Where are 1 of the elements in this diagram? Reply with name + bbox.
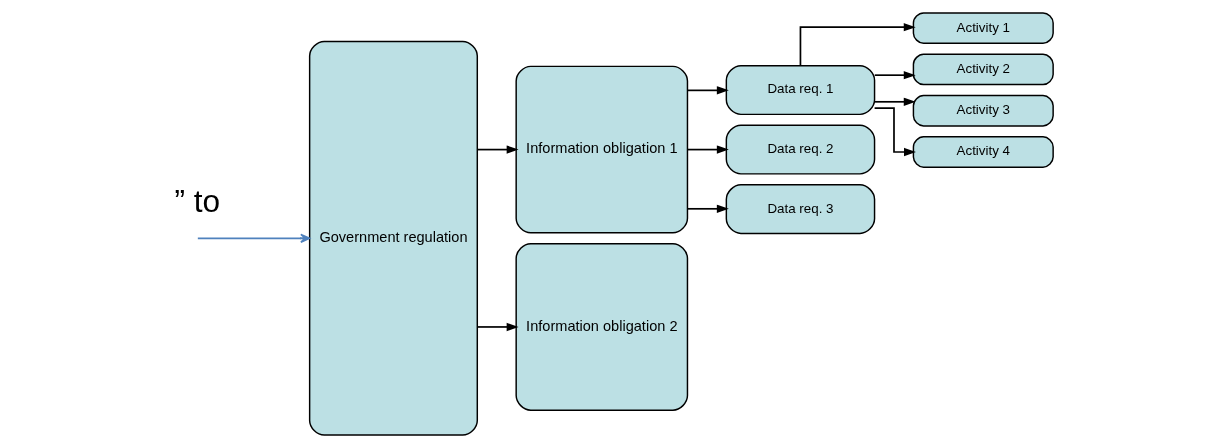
label: ” to — [173, 182, 220, 219]
